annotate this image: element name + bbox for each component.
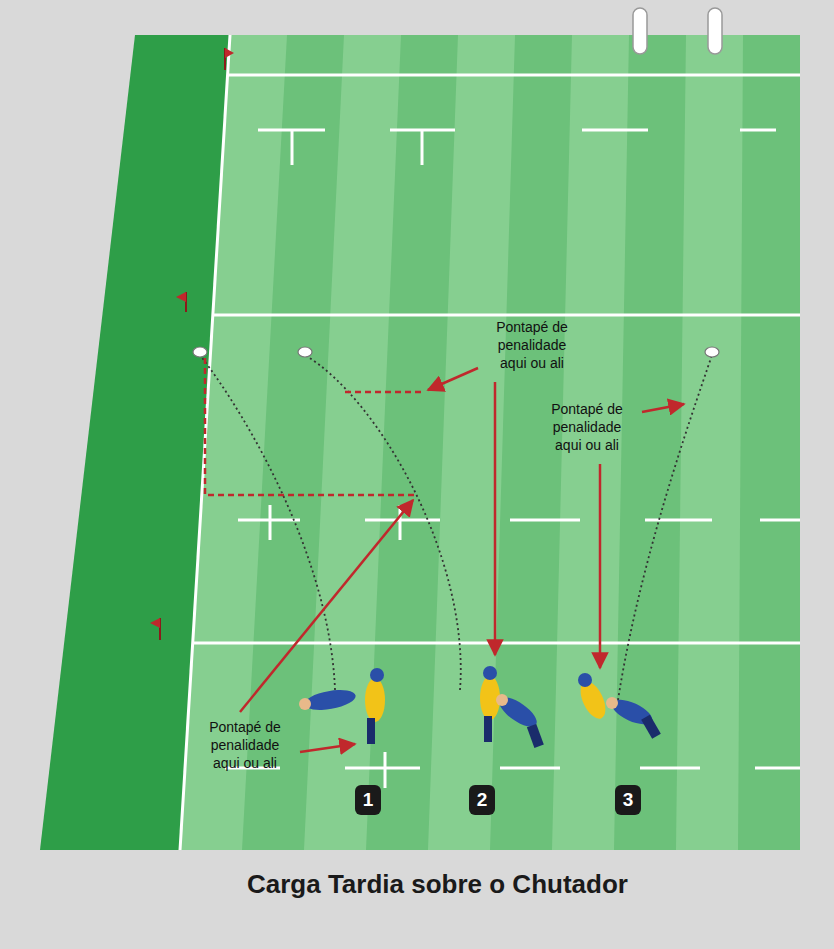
penalty-note: Pontapé de penalidade aqui ou ali — [196, 718, 294, 772]
penalty-note: Pontapé de penalidade aqui ou ali — [538, 400, 636, 454]
callout-text: 3 — [623, 789, 634, 811]
callout-text: 2 — [477, 789, 488, 811]
callout-number: 2 — [469, 785, 495, 815]
callout-number: 3 — [615, 785, 641, 815]
penalty-note: Pontapé de penalidade aqui ou ali — [483, 318, 581, 372]
callout-number: 1 — [355, 785, 381, 815]
callout-text: 1 — [363, 789, 374, 811]
caption: Carga Tardia sobre o Chutador — [247, 869, 628, 900]
